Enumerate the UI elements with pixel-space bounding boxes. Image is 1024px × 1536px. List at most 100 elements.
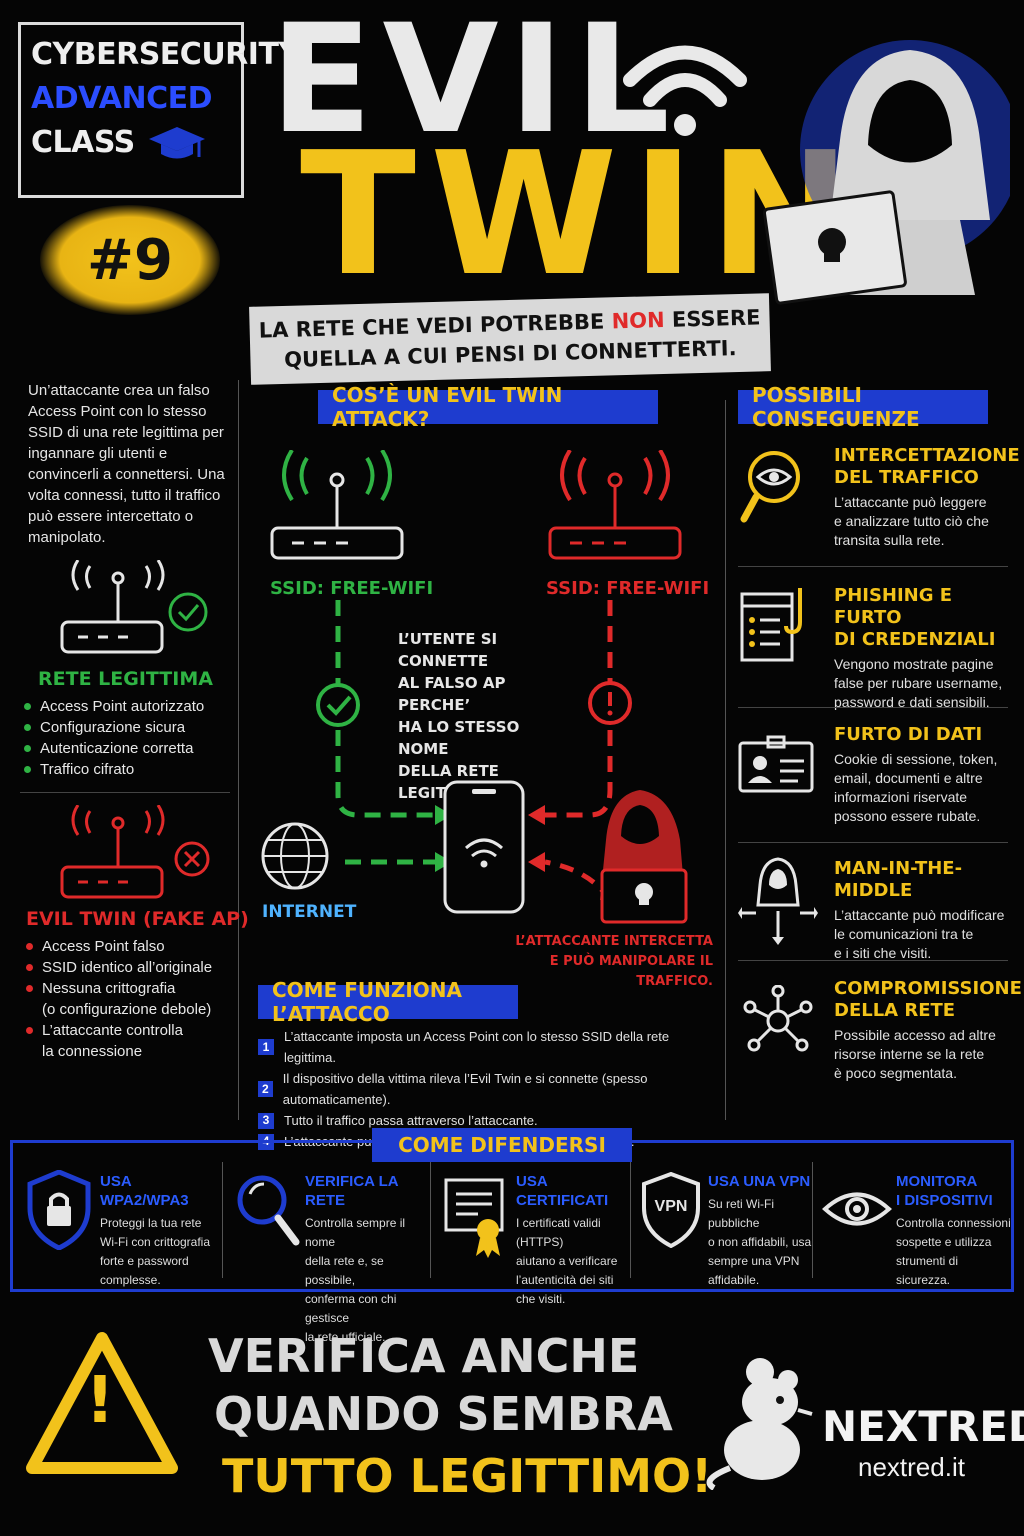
title-line: MONITORA bbox=[896, 1173, 978, 1190]
badge-line-1: CYBERSECURITY bbox=[31, 37, 300, 72]
explain-line: HA LO STESSO NOME bbox=[398, 718, 520, 758]
step-item: 3 Tutto il traffico passa attraverso l’at… bbox=[258, 1110, 723, 1131]
wifi-icon bbox=[623, 45, 747, 136]
defense-certificates: USA CERTIFICATI I certificati validi (HT… bbox=[516, 1172, 634, 1309]
explain-line: AL FALSO AP PERCHE’ bbox=[398, 674, 506, 714]
defense-item-title: VERIFICA LA RETE bbox=[305, 1173, 399, 1209]
desc-line: informazioni riservate bbox=[834, 789, 968, 805]
consequence-title: FURTO DI DATI bbox=[834, 724, 1019, 746]
right-divider bbox=[738, 842, 1008, 843]
badge-line-3: CLASS bbox=[31, 125, 135, 160]
desc-line: I certificati validi (HTTPS) bbox=[516, 1216, 601, 1249]
defense-item-title: USA UNA VPN bbox=[708, 1173, 811, 1190]
defense-monitor: MONITORA I DISPOSITIVI Controlla connessi… bbox=[896, 1172, 1014, 1290]
title-line: INTERCETTAZIONE bbox=[834, 445, 1020, 466]
desc-line: che visiti. bbox=[516, 1292, 566, 1306]
desc-line: affidabile. bbox=[708, 1273, 760, 1287]
title-line: MAN-IN-THE-MIDDLE bbox=[834, 858, 963, 901]
list-item: Nessuna crittografia bbox=[26, 978, 236, 999]
rat-logo-icon bbox=[706, 1358, 813, 1490]
graduation-cap-icon bbox=[148, 127, 205, 159]
list-item: Access Point autorizzato bbox=[24, 696, 224, 717]
desc-line: la rete ufficiale. bbox=[305, 1330, 386, 1344]
class-badge: CYBERSECURITY ADVANCED CLASS bbox=[18, 22, 300, 198]
desc-line: Su reti Wi-Fi pubbliche bbox=[708, 1197, 774, 1230]
footer-line-1: VERIFICA ANCHE bbox=[208, 1329, 640, 1383]
desc-line: della rete e, se possibile, bbox=[305, 1254, 384, 1287]
defense-divider bbox=[430, 1162, 431, 1278]
consequence-mitm: MAN-IN-THE-MIDDLE L’attaccante può modif… bbox=[834, 858, 1019, 963]
list-item: Autenticazione corretta bbox=[24, 738, 224, 759]
step-text: Il dispositivo della vittima rileva l’Ev… bbox=[282, 1071, 648, 1107]
tagline-banner: LA RETE CHE VEDI POTREBBE NON ESSERE QUE… bbox=[249, 293, 771, 385]
connection-diagram bbox=[261, 600, 688, 924]
shield-lock-icon bbox=[27, 1170, 91, 1250]
defense-verify: VERIFICA LA RETE Controlla sempre il nom… bbox=[305, 1172, 430, 1347]
list-item: L’attaccante controlla bbox=[26, 1020, 236, 1041]
desc-line: sempre una VPN bbox=[708, 1254, 800, 1268]
attacker-caption-line: L’ATTACCANTE INTERCETTA bbox=[515, 934, 713, 949]
network-nodes-icon bbox=[743, 985, 813, 1052]
vpn-shield-icon bbox=[642, 1172, 700, 1248]
list-item: Traffico cifrato bbox=[24, 759, 224, 780]
desc-line: Wi-Fi con crittografia bbox=[100, 1235, 211, 1249]
divider-left bbox=[238, 380, 239, 1120]
desc-line: le comunicazioni tra te bbox=[834, 926, 974, 942]
step-number: 3 bbox=[258, 1112, 274, 1129]
ssid-right: SSID: FREE-WIFI bbox=[546, 578, 710, 599]
episode-splat bbox=[40, 205, 220, 315]
brand-site[interactable]: nextred.it bbox=[858, 1452, 965, 1482]
title-twin: TWIN bbox=[300, 116, 866, 314]
step-text: L’attaccante imposta un Access Point con… bbox=[283, 1029, 670, 1065]
how-title: COME FUNZIONA L’ATTACCO bbox=[258, 978, 518, 1026]
consequence-title: MAN-IN-THE-MIDDLE bbox=[834, 858, 1019, 902]
desc-line: possono essere rubate. bbox=[834, 808, 981, 824]
warning-triangle-icon bbox=[26, 1332, 178, 1474]
desc-line: o non affidabili, usa bbox=[708, 1235, 812, 1249]
legit-router-icon bbox=[60, 560, 208, 654]
desc-line: complesse. bbox=[100, 1273, 161, 1287]
title-line: I DISPOSITIVI bbox=[896, 1192, 993, 1209]
fake-ap-diagram-icon bbox=[548, 450, 682, 560]
title-evil: EVIL bbox=[270, 0, 680, 167]
desc-line: false per rubare username, bbox=[834, 675, 1003, 691]
desc-line: Possibile accesso ad altre bbox=[834, 1027, 996, 1043]
right-divider bbox=[738, 566, 1008, 567]
episode-number: #9 bbox=[87, 227, 173, 293]
left-divider bbox=[20, 792, 230, 793]
divider-right bbox=[725, 400, 726, 1120]
consequence-data-theft: FURTO DI DATI Cookie di sessione, token,… bbox=[834, 724, 1019, 826]
intro-text: Un’attaccante crea un falso Access Point… bbox=[28, 382, 225, 546]
phishing-page-icon bbox=[740, 588, 802, 662]
desc-line: aiutano a verificare bbox=[516, 1254, 618, 1268]
defense-vpn: USA UNA VPN Su reti Wi-Fi pubbliche o non… bbox=[708, 1172, 814, 1290]
title-line: DELLA RETE bbox=[834, 1000, 956, 1021]
title-line: FURTO DI DATI bbox=[834, 724, 983, 745]
consequence-desc: Cookie di sessione, token,email, documen… bbox=[834, 750, 1019, 826]
desc-line: Controlla sempre il nome bbox=[305, 1216, 406, 1249]
list-item: SSID identico all’originale bbox=[26, 957, 236, 978]
hacker-arrows-icon bbox=[738, 857, 818, 945]
fake-router-icon bbox=[60, 805, 210, 899]
hooded-hacker-icon bbox=[762, 40, 1010, 305]
desc-line: transita sulla rete. bbox=[834, 532, 945, 548]
desc-line: strumenti di sicurezza. bbox=[896, 1254, 959, 1287]
ssid-left: SSID: FREE-WIFI bbox=[270, 578, 434, 599]
defense-item-title: USA CERTIFICATI bbox=[516, 1173, 609, 1209]
desc-line: forte e password bbox=[100, 1254, 189, 1268]
internet-label: INTERNET bbox=[262, 902, 357, 922]
desc-line: l’autenticità dei siti bbox=[516, 1273, 614, 1287]
title-line: DI CREDENZIALI bbox=[834, 629, 996, 650]
step-text: Tutto il traffico passa attraverso l’att… bbox=[284, 1113, 538, 1128]
desc-line: sospette e utilizza bbox=[896, 1235, 992, 1249]
defense-item-title: MONITORA I DISPOSITIVI bbox=[896, 1172, 1014, 1210]
